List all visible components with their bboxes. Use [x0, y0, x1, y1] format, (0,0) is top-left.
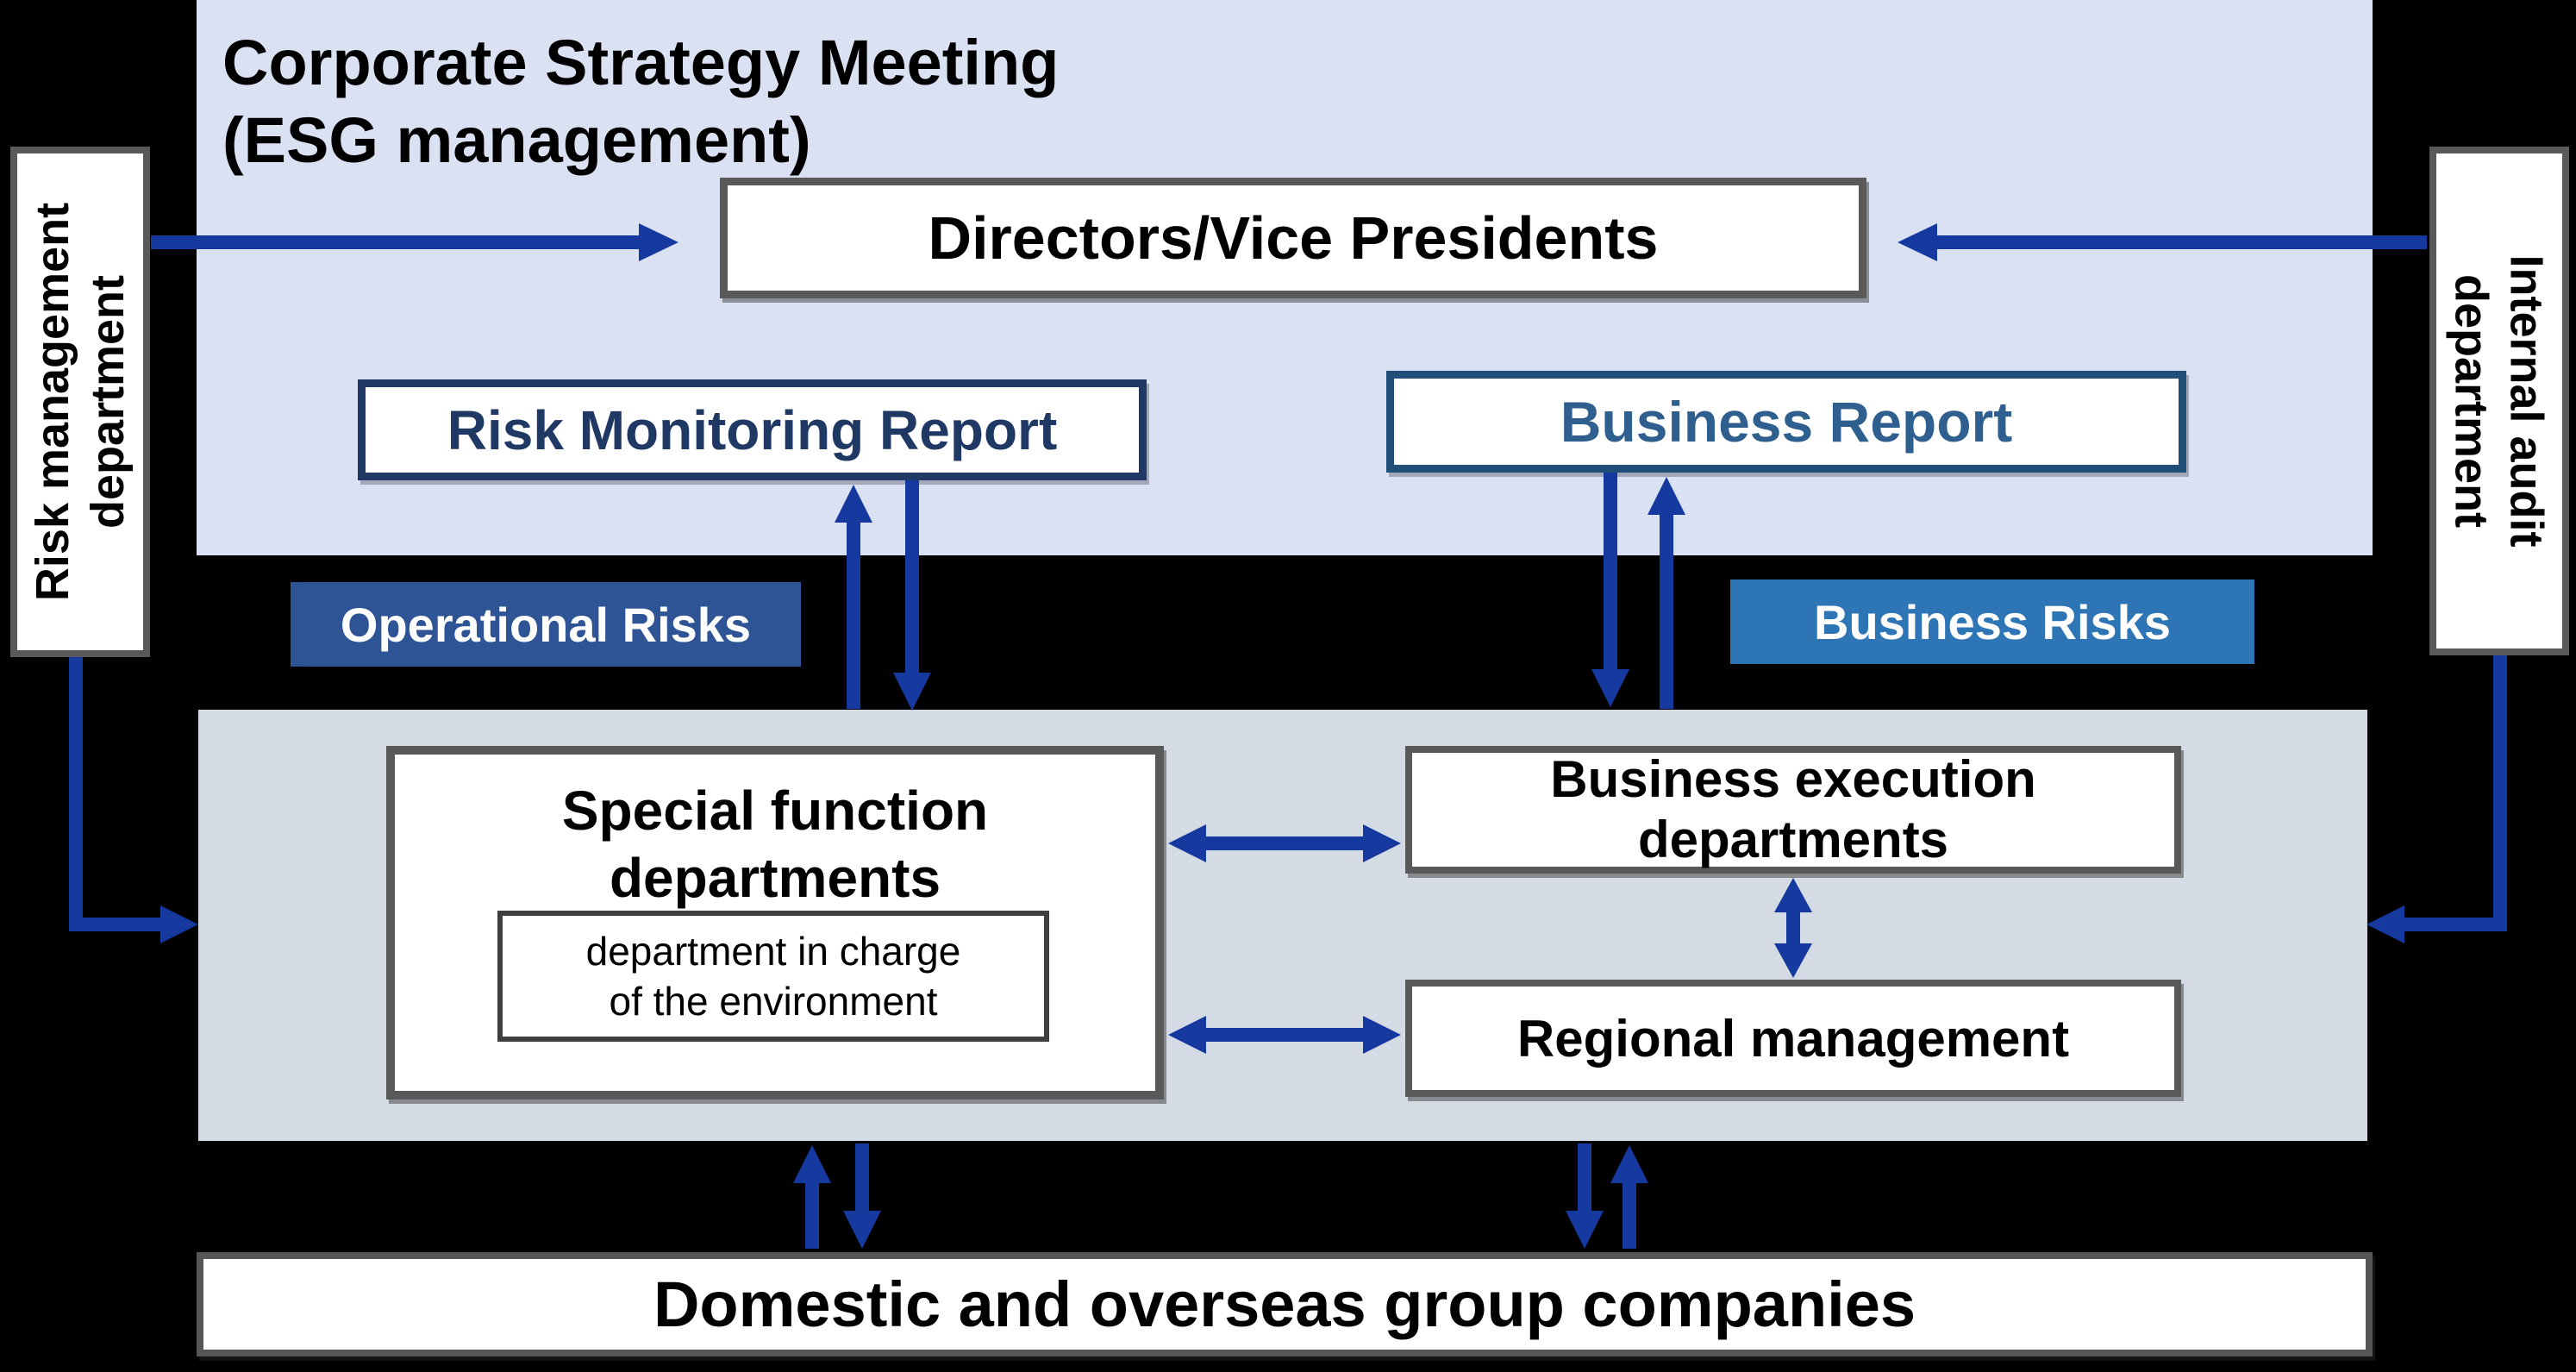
arrow-head-up-icon: [793, 1145, 831, 1183]
arrow-shaft: [847, 517, 860, 709]
special-function-line2: departments: [609, 847, 941, 909]
directors-box: Directors/Vice Presidents: [720, 178, 1866, 298]
business-execution-box: Business execution departments: [1405, 746, 2181, 874]
business-report-box: Business Report: [1386, 371, 2186, 473]
environment-dept-line1: department in charge: [585, 929, 961, 974]
arrow-head-left-icon: [2367, 905, 2404, 943]
arrow-shaft: [1937, 235, 2427, 249]
business-report-label: Business Report: [1560, 390, 2013, 454]
operational-risks-badge: Operational Risks: [291, 582, 801, 667]
arrow-shaft: [1203, 1028, 1366, 1042]
operational-risks-label: Operational Risks: [340, 597, 752, 652]
internal-audit-dept-box: Internal audit department: [2429, 147, 2569, 655]
arrow-shaft: [69, 657, 83, 931]
arrow-head-left-icon: [1898, 223, 1937, 261]
internal-audit-dept-label: Internal audit department: [2444, 254, 2554, 547]
group-companies-label: Domestic and overseas group companies: [653, 1269, 1916, 1340]
arrow-shaft: [2401, 918, 2507, 931]
directors-box-label: Directors/Vice Presidents: [928, 204, 1659, 272]
arrow-shaft: [905, 480, 919, 674]
risk-management-dept-box: Risk management department: [10, 147, 150, 657]
panel-title-line1: Corporate Strategy Meeting: [222, 27, 1060, 98]
environment-dept-box: department in charge of the environment: [497, 911, 1049, 1042]
arrow-head-up-icon: [835, 485, 872, 523]
arrow-shaft: [1660, 515, 1673, 709]
panel-title-line2: (ESG management): [222, 104, 811, 176]
arrow-head-up-icon: [1648, 477, 1685, 515]
risk-management-dept-label: Risk management department: [25, 203, 135, 601]
arrow-shaft: [1203, 836, 1366, 850]
arrow-head-down-icon: [1566, 1211, 1604, 1249]
risk-monitoring-report-label: Risk Monitoring Report: [447, 398, 1058, 461]
risk-management-dept-line1: Risk management: [27, 202, 79, 602]
arrow-shaft: [1604, 473, 1617, 671]
internal-audit-dept-line2: department: [2446, 273, 2498, 529]
arrow-head-down-icon: [1774, 943, 1812, 978]
panel-title: Corporate Strategy Meeting (ESG manageme…: [222, 24, 1059, 179]
environment-dept-line2: of the environment: [609, 979, 938, 1024]
arrow-head-left-icon: [1168, 824, 1206, 862]
arrow-head-right-icon: [639, 223, 678, 261]
arrow-shaft: [805, 1180, 819, 1249]
arrow-head-down-icon: [893, 673, 931, 711]
internal-audit-dept-line1: Internal audit: [2501, 254, 2553, 548]
business-execution-line2: departments: [1637, 811, 1949, 868]
business-risks-badge: Business Risks: [1730, 579, 2254, 664]
arrow-shaft: [855, 1143, 869, 1214]
arrow-head-down-icon: [843, 1211, 881, 1249]
arrow-shaft: [2493, 655, 2507, 931]
business-execution-line1: Business execution: [1550, 750, 2036, 808]
arrow-shaft: [1786, 909, 1800, 947]
business-risks-label: Business Risks: [1814, 594, 2171, 649]
group-companies-box: Domestic and overseas group companies: [197, 1252, 2373, 1356]
regional-management-box: Regional management: [1405, 980, 2181, 1097]
arrow-shaft: [151, 235, 642, 249]
arrow-head-left-icon: [1168, 1016, 1206, 1054]
risk-management-dept-line2: department: [82, 274, 134, 529]
arrow-head-up-icon: [1610, 1145, 1648, 1183]
risk-monitoring-report-box: Risk Monitoring Report: [358, 379, 1147, 480]
arrow-shaft: [69, 918, 164, 931]
regional-management-label: Regional management: [1516, 1009, 2070, 1068]
special-function-line1: Special function: [561, 780, 989, 842]
arrow-head-up-icon: [1774, 878, 1812, 912]
arrow-head-right-icon: [1363, 1016, 1401, 1054]
arrow-shaft: [1578, 1143, 1591, 1214]
arrow-shaft: [1623, 1180, 1636, 1249]
arrow-head-right-icon: [160, 905, 198, 943]
arrow-head-right-icon: [1363, 824, 1401, 862]
arrow-head-down-icon: [1591, 669, 1629, 707]
